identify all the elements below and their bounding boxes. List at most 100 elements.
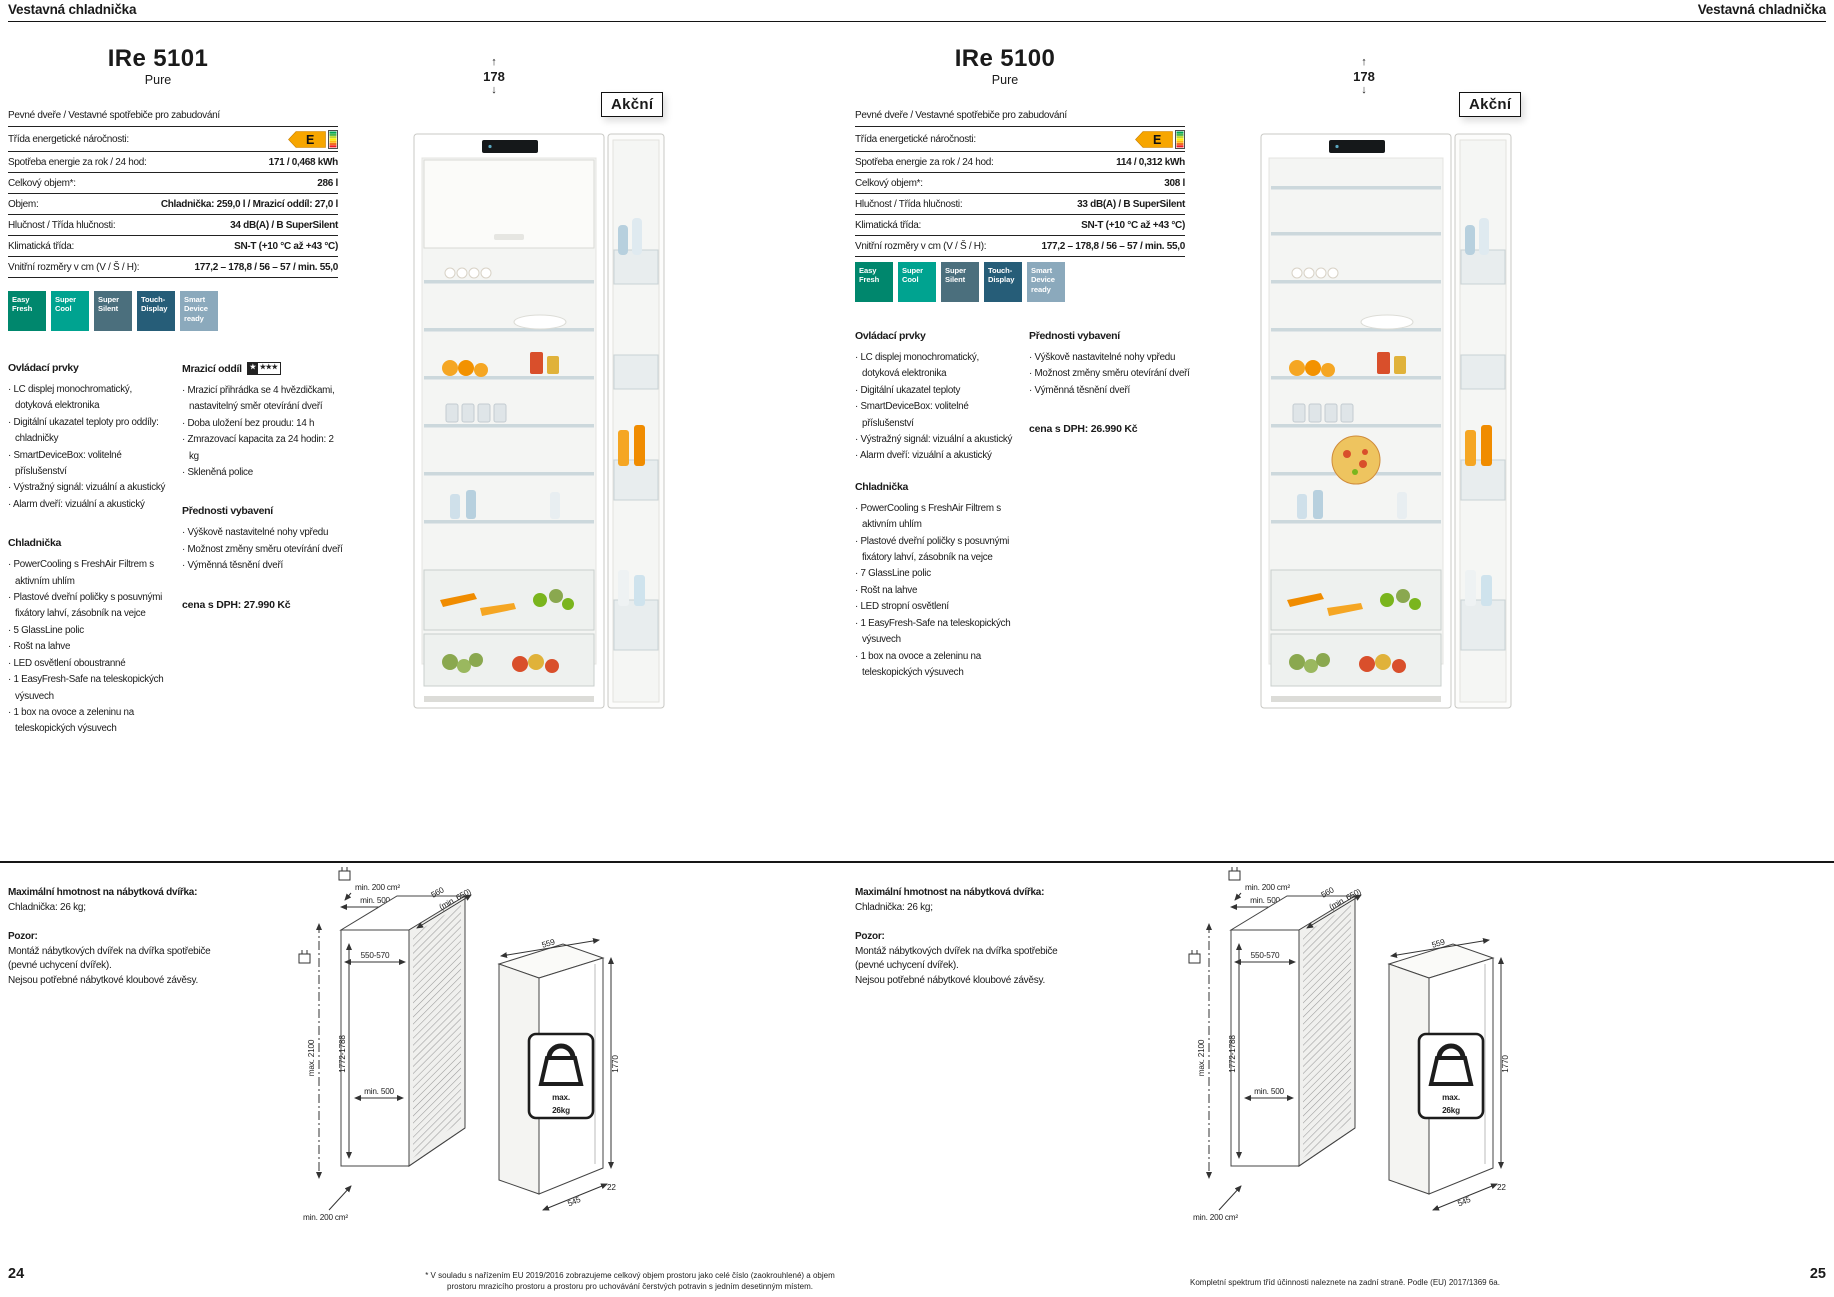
svg-text:min. 500: min. 500 xyxy=(360,896,390,905)
feature-badge-touch-display: Touch- Display xyxy=(137,291,175,331)
svg-text:min. 200 cm²: min. 200 cm² xyxy=(303,1213,348,1222)
feature-column-1: Ovládací prvky LC displej monochromatick… xyxy=(8,362,170,762)
spec-value: 33 dB(A) / B SuperSilent xyxy=(1077,198,1185,210)
section-items: PowerCooling s FreshAir Filtrem s aktivn… xyxy=(855,501,1017,681)
svg-text:max. 2100: max. 2100 xyxy=(1197,1039,1206,1076)
feature-item: LC displej monochromatický, dotyková ele… xyxy=(855,350,1017,383)
feature-item: Zmrazovací kapacita za 24 hodin: 2 kg xyxy=(182,432,344,465)
spec-value: 171 / 0,468 kWh xyxy=(268,156,339,168)
svg-text:26kg: 26kg xyxy=(552,1106,570,1115)
product-page-left: IRe 5101 Pure ↑ 178 ↓ Akční Pevné dveře … xyxy=(0,0,917,862)
feature-item: Možnost změny směru otevírání dveří xyxy=(1029,366,1191,382)
spec-label: Vnitřní rozměry v cm (V / Š / H): xyxy=(8,261,140,273)
spec-row: Spotřeba energie za rok / 24 hod:171 / 0… xyxy=(8,152,338,173)
feature-badge-easy-fresh: Easy Fresh xyxy=(855,262,893,302)
spec-label: Hlučnost / Třída hlučnosti: xyxy=(855,198,963,210)
section-items: PowerCooling s FreshAir Filtrem s aktivn… xyxy=(8,557,170,737)
feature-item: 1 EasyFresh-Safe na teleskopických výsuv… xyxy=(8,672,170,705)
section-controls: Ovládací prvky LC displej monochromatick… xyxy=(8,362,170,513)
spec-label: Klimatická třída: xyxy=(855,219,922,231)
max-weight-icon: max. 26kg xyxy=(527,1032,595,1120)
product-title-block: IRe 5100 Pure xyxy=(885,45,1125,88)
spec-value: 308 l xyxy=(1164,177,1185,189)
feature-item: Mrazicí přihrádka se 4 hvězdičkami, nast… xyxy=(182,383,344,416)
feature-item: Výškově nastavitelné nohy vpředu xyxy=(1029,350,1191,366)
svg-text:min. 200 cm²: min. 200 cm² xyxy=(355,883,400,892)
section-heading: Přednosti vybavení xyxy=(1029,330,1120,342)
spec-value: 177,2 – 178,8 / 56 – 57 / min. 55,0 xyxy=(194,261,339,273)
arrow-down-icon: ↓ xyxy=(1361,84,1367,96)
energy-scale-icon xyxy=(328,129,338,149)
product-variant: Pure xyxy=(144,73,172,87)
power-socket-icon xyxy=(338,867,351,881)
spec-row: Klimatická třída: SN-T (+10 °C až +43 °C) xyxy=(855,215,1185,236)
height-value: 178 xyxy=(1353,69,1375,84)
arrow-down-icon: ↓ xyxy=(491,84,497,96)
energy-arrow-icon: E xyxy=(288,130,326,148)
product-page-right: IRe 5100 Pure ↑ 178 ↓ Akční Pevné dveře … xyxy=(847,0,1834,862)
energy-scale-icon xyxy=(1175,129,1185,149)
feature-badge-super-silent: Super Silent xyxy=(941,262,979,302)
feature-item: Alarm dveří: vizuální a akustický xyxy=(855,448,1017,464)
spec-row: Objem:Chladnička: 259,0 l / Mrazicí oddí… xyxy=(8,194,338,215)
feature-item: 1 EasyFresh-Safe na teleskopických výsuv… xyxy=(855,616,1017,649)
fridge-illustration xyxy=(410,130,670,715)
svg-text:E: E xyxy=(306,133,314,147)
warning-line: (pevné uchycení dvířek). xyxy=(8,960,112,971)
spec-label: Třída energetické náročnosti: xyxy=(8,133,129,145)
installation-diagram: min. 200 cm² min. 500 550-570 560 (min. … xyxy=(1185,866,1585,1238)
feature-item: Alarm dveří: vizuální a akustický xyxy=(8,497,170,513)
svg-text:1772-1788: 1772-1788 xyxy=(1228,1035,1237,1073)
feature-item: Možnost změny směru otevírání dveří xyxy=(182,542,344,558)
spec-label: Klimatická třída: xyxy=(8,240,75,252)
section-heading: Ovládací prvky xyxy=(8,362,79,374)
price: cena s DPH: 27.990 Kč xyxy=(182,598,291,611)
spec-value: SN-T (+10 °C až +43 °C) xyxy=(1081,219,1185,231)
section-heading: Mrazicí oddíl xyxy=(182,362,242,375)
feature-column-1: Ovládací prvky LC displej monochromatick… xyxy=(855,330,1017,705)
section-controls: Ovládací prvky LC displej monochromatick… xyxy=(855,330,1017,465)
spec-label: Celkový objem*: xyxy=(8,177,76,189)
svg-text:1770: 1770 xyxy=(611,1055,620,1073)
power-socket-icon xyxy=(298,950,311,964)
fridge-art xyxy=(410,130,670,720)
page-number-left: 24 xyxy=(8,1266,25,1282)
spec-value: 114 / 0,312 kWh xyxy=(1116,156,1185,168)
feature-item: 7 GlassLine polic xyxy=(855,566,1017,582)
max-weight-heading: Maximální hmotnost na nábytková dvířka: xyxy=(855,887,1045,898)
svg-text:550-570: 550-570 xyxy=(1251,951,1280,960)
feature-item: 5 GlassLine polic xyxy=(8,623,170,639)
price: cena s DPH: 26.990 Kč xyxy=(1029,423,1138,436)
warning-heading: Pozor: xyxy=(8,931,38,942)
max-weight-heading: Maximální hmotnost na nábytková dvířka: xyxy=(8,887,198,898)
spec-label: Hlučnost / Třída hlučnosti: xyxy=(8,219,116,231)
product-variant: Pure xyxy=(991,73,1019,87)
section-advantages: Přednosti vybavení Výškově nastavitelné … xyxy=(1029,330,1191,399)
spec-table: Pevné dveře / Vestavné spotřebiče pro za… xyxy=(8,106,338,278)
product-model: IRe 5100 xyxy=(954,45,1056,72)
section-heading: Ovládací prvky xyxy=(855,330,926,342)
spec-rows: Spotřeba energie za rok / 24 hod:114 / 0… xyxy=(855,152,1185,257)
spec-rows: Spotřeba energie za rok / 24 hod:171 / 0… xyxy=(8,152,338,278)
spec-row: Klimatická třída:SN-T (+10 °C až +43 °C) xyxy=(8,236,338,257)
spec-table-header: Pevné dveře / Vestavné spotřebiče pro za… xyxy=(855,106,1185,127)
feature-item: LC displej monochromatický, dotyková ele… xyxy=(8,382,170,415)
spec-table-header: Pevné dveře / Vestavné spotřebiče pro za… xyxy=(8,106,338,127)
spec-label: Vnitřní rozměry v cm (V / Š / H): xyxy=(855,240,987,252)
four-star-icon: ★★★★ xyxy=(246,362,281,375)
svg-text:26kg: 26kg xyxy=(1442,1106,1460,1115)
feature-item: Plastové dveřní poličky s posuvnými fixá… xyxy=(855,534,1017,567)
spec-label: Třída energetické náročnosti: xyxy=(855,133,976,145)
svg-text:max.: max. xyxy=(552,1093,570,1102)
section-items: Výškově nastavitelné nohy vpředuMožnost … xyxy=(1029,350,1191,399)
section-items: Výškově nastavitelné nohy vpředuMožnost … xyxy=(182,525,344,574)
svg-text:E: E xyxy=(1153,133,1161,147)
spec-row-energy: Třída energetické náročnosti: E xyxy=(855,127,1185,152)
header-rule xyxy=(8,21,1826,22)
section-heading: Přednosti vybavení xyxy=(182,505,273,518)
feature-badge-super-silent: Super Silent xyxy=(94,291,132,331)
feature-item: Skleněná police xyxy=(182,465,344,481)
feature-badge-easy-fresh: Easy Fresh xyxy=(8,291,46,331)
spec-value: Chladnička: 259,0 l / Mrazicí oddíl: 27,… xyxy=(160,198,338,210)
